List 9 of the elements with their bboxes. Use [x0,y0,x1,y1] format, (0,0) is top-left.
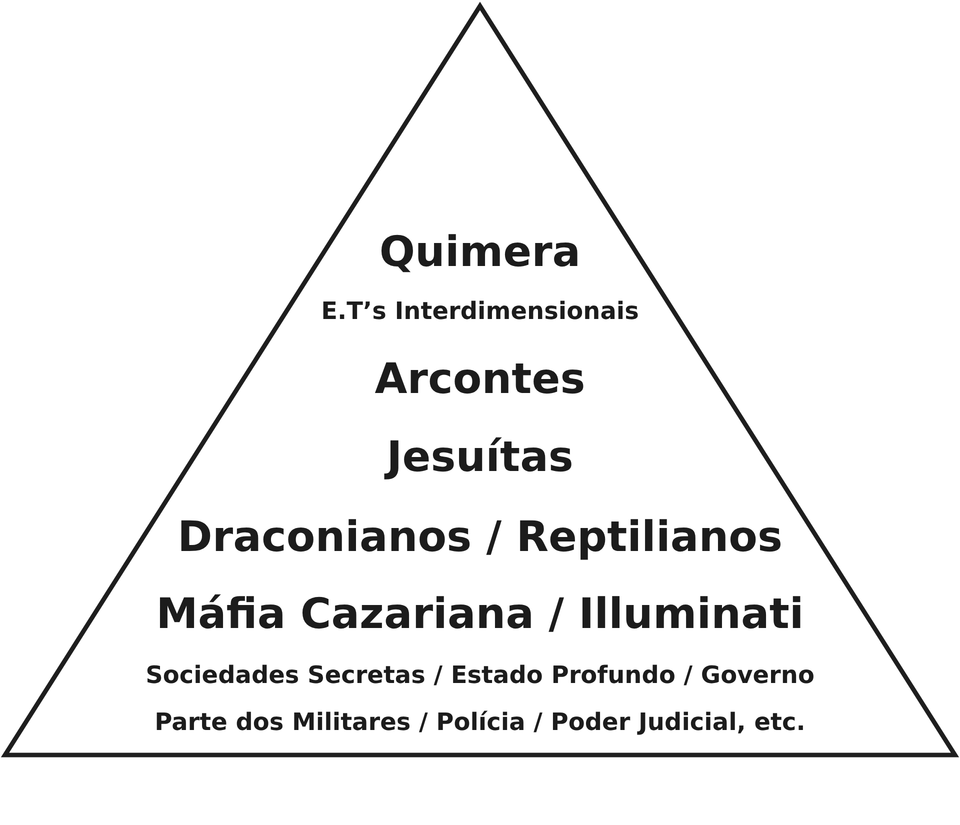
pyramid-tier-label: Draconianos / Reptilianos [178,516,782,558]
pyramid-tier-label: Sociedades Secretas / Estado Profundo / Governo [146,663,814,687]
pyramid-tier-label: Arcontes [374,358,586,400]
pyramid-tier-label: Parte dos Militares / Polícia / Poder Judicial, etc. [154,710,806,734]
pyramid-tier-label: E.T’s Interdimensionais [321,299,639,323]
pyramid-triangle [3,4,957,757]
pyramid-tier-label: Quimera [379,231,581,273]
pyramid-tier-label: Máfia Cazariana / Illuminati [156,593,804,635]
pyramid-tier-label: Jesuítas [386,436,574,478]
